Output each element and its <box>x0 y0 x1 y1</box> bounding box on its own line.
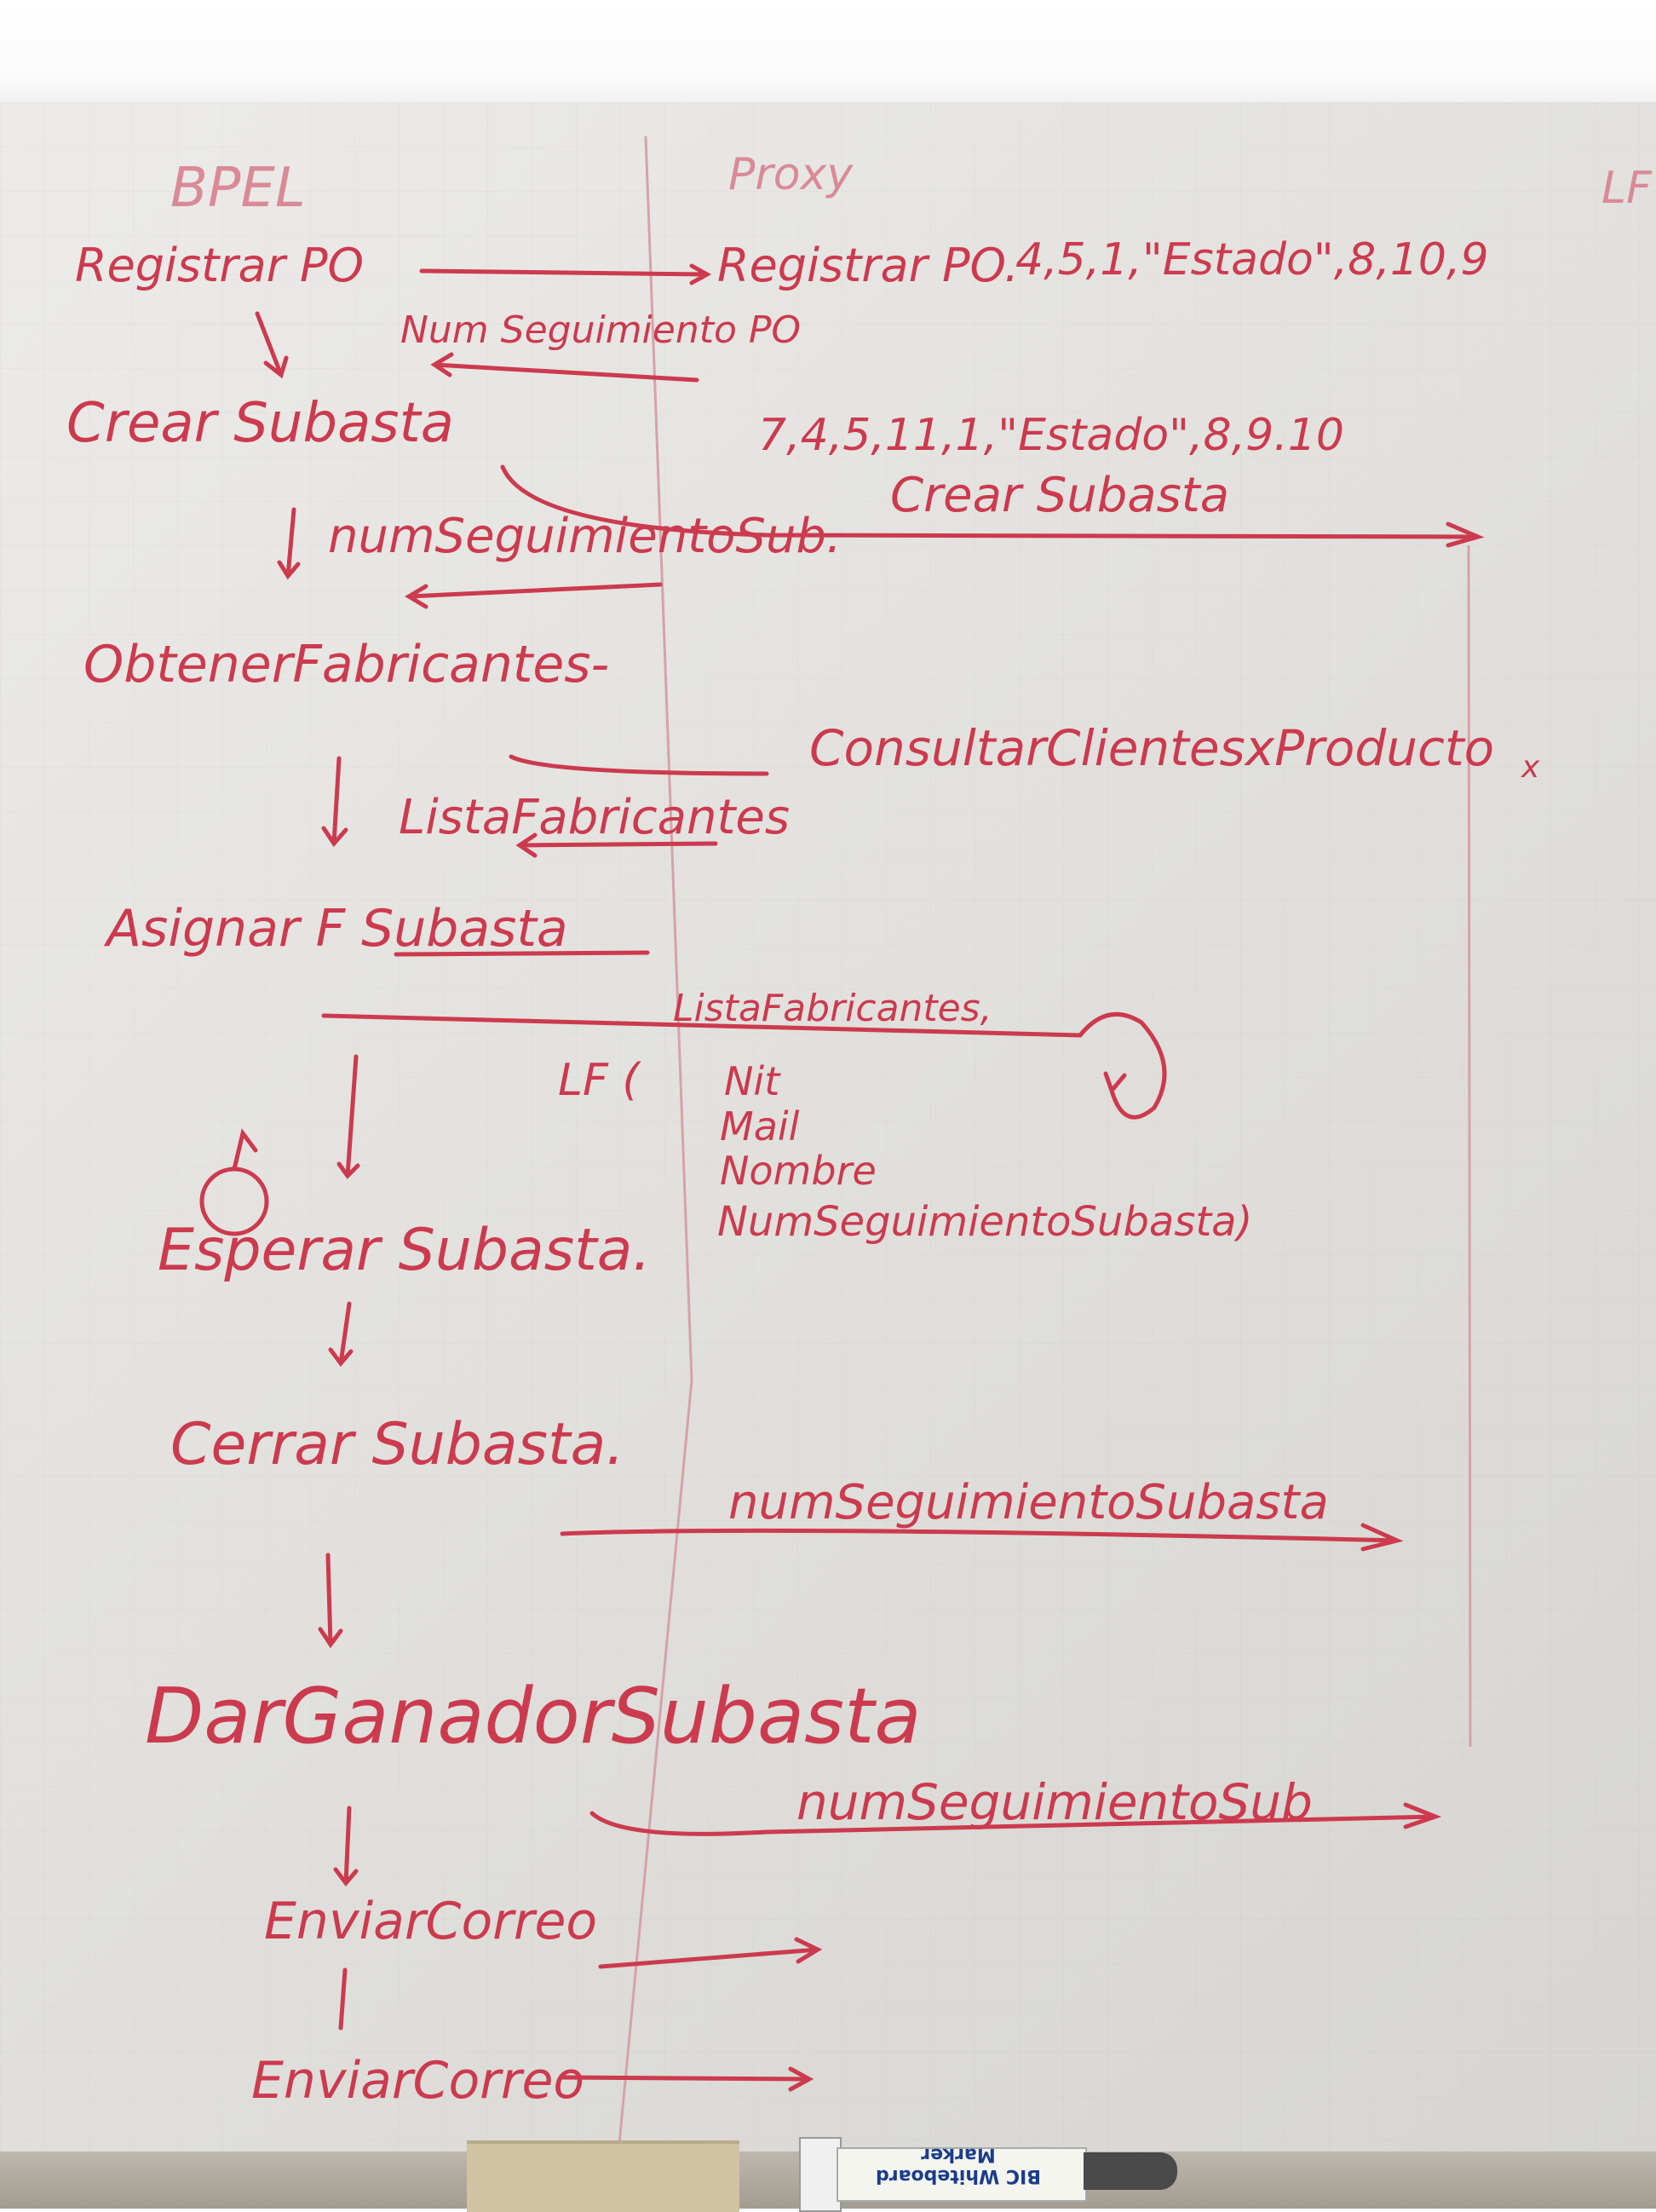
column-divider-proxy-lf <box>1467 544 1472 1748</box>
proxy-registrar-po: Registrar PO. <box>717 239 1019 292</box>
param-num-seguimiento-subasta: numSeguimientoSubasta <box>728 1475 1329 1530</box>
timer-icon-stem <box>232 1128 258 1172</box>
arrow-down-2 <box>277 507 301 580</box>
header-lf: LF <box>1601 163 1653 214</box>
arrow-dar-ganador <box>589 1802 1442 1836</box>
overexposed-top <box>0 0 1656 111</box>
arrow-down-3 <box>321 756 348 848</box>
arrow-down-4 <box>336 1054 360 1179</box>
asignar-underline <box>394 950 650 957</box>
registrar-po-params: 4,5,1,"Estado",8,10,9 <box>1015 234 1489 285</box>
whiteboard-marker <box>837 2147 1087 2202</box>
arrow-consultar <box>509 754 769 776</box>
whiteboard <box>0 102 1656 2156</box>
lista-fabricantes-param: ListaFabricantes, <box>673 987 992 1030</box>
marker-cap <box>799 2137 842 2212</box>
arrow-cerrar-subasta <box>560 1523 1404 1552</box>
proxy-crear-subasta: Crear Subasta <box>890 468 1229 523</box>
consultar-x-mark: x <box>1521 750 1540 785</box>
eraser <box>467 2140 739 2212</box>
step-cerrar-subasta: Cerrar Subasta. <box>170 1411 624 1478</box>
lf-num-seguimiento-subasta: NumSeguimientoSubasta) <box>717 1198 1252 1246</box>
return-num-seguimiento-sub: numSeguimientoSub. <box>328 509 842 564</box>
arrow-return-lista <box>515 832 718 858</box>
step-registrar-po: Registrar PO <box>75 239 364 292</box>
step-asignar-subasta: Asignar F Subasta <box>103 899 568 959</box>
step-dar-ganador-subasta: DarGanadorSubasta <box>145 1672 922 1761</box>
marker-end <box>1084 2152 1177 2190</box>
lf-mail: Mail <box>720 1103 800 1149</box>
lf-open: LF ( <box>558 1055 641 1106</box>
arrow-enviar-correo-1 <box>598 1937 823 1969</box>
lf-nit: Nit <box>724 1058 781 1104</box>
marker-brand-label: BIC Whiteboard Marker <box>876 2144 1041 2186</box>
return-lista-fabricantes: ListaFabricantes <box>399 790 790 845</box>
arrow-asignar <box>321 1013 1083 1038</box>
arrow-down-5 <box>328 1301 354 1367</box>
header-proxy: Proxy <box>728 149 854 200</box>
header-bpel: BPEL <box>170 157 306 220</box>
arrow-crear-subasta <box>500 464 1485 548</box>
lf-nombre: Nombre <box>720 1148 877 1194</box>
proxy-consultar-clientes: ConsultarClientesxProducto <box>809 719 1494 777</box>
loop-arrow <box>1078 1011 1167 1120</box>
arrow-registrar-po <box>419 263 712 285</box>
arrow-return-sub <box>405 582 663 609</box>
step-obtener-fabricantes: ObtenerFabricantes- <box>83 635 609 694</box>
step-crear-subasta: Crear Subasta <box>66 392 454 455</box>
arrow-down-6 <box>318 1552 343 1649</box>
step-esperar-subasta: Esperar Subasta. <box>158 1217 651 1284</box>
arrow-down-1 <box>255 311 289 379</box>
return-num-seguimiento-po: Num Seguimiento PO <box>400 308 801 352</box>
column-divider-bpel-proxy <box>612 135 693 2208</box>
arrow-enviar-correo-2 <box>560 2066 814 2092</box>
step-enviar-correo-2: EnviarCorreo <box>251 2051 584 2111</box>
arrow-down-8 <box>338 1967 348 2031</box>
arrow-return-po <box>430 352 699 383</box>
arrow-down-7 <box>333 1806 359 1887</box>
step-enviar-correo-1: EnviarCorreo <box>264 1892 597 1951</box>
crear-subasta-params: 7,4,5,11,1,"Estado",8,9.10 <box>758 410 1344 461</box>
